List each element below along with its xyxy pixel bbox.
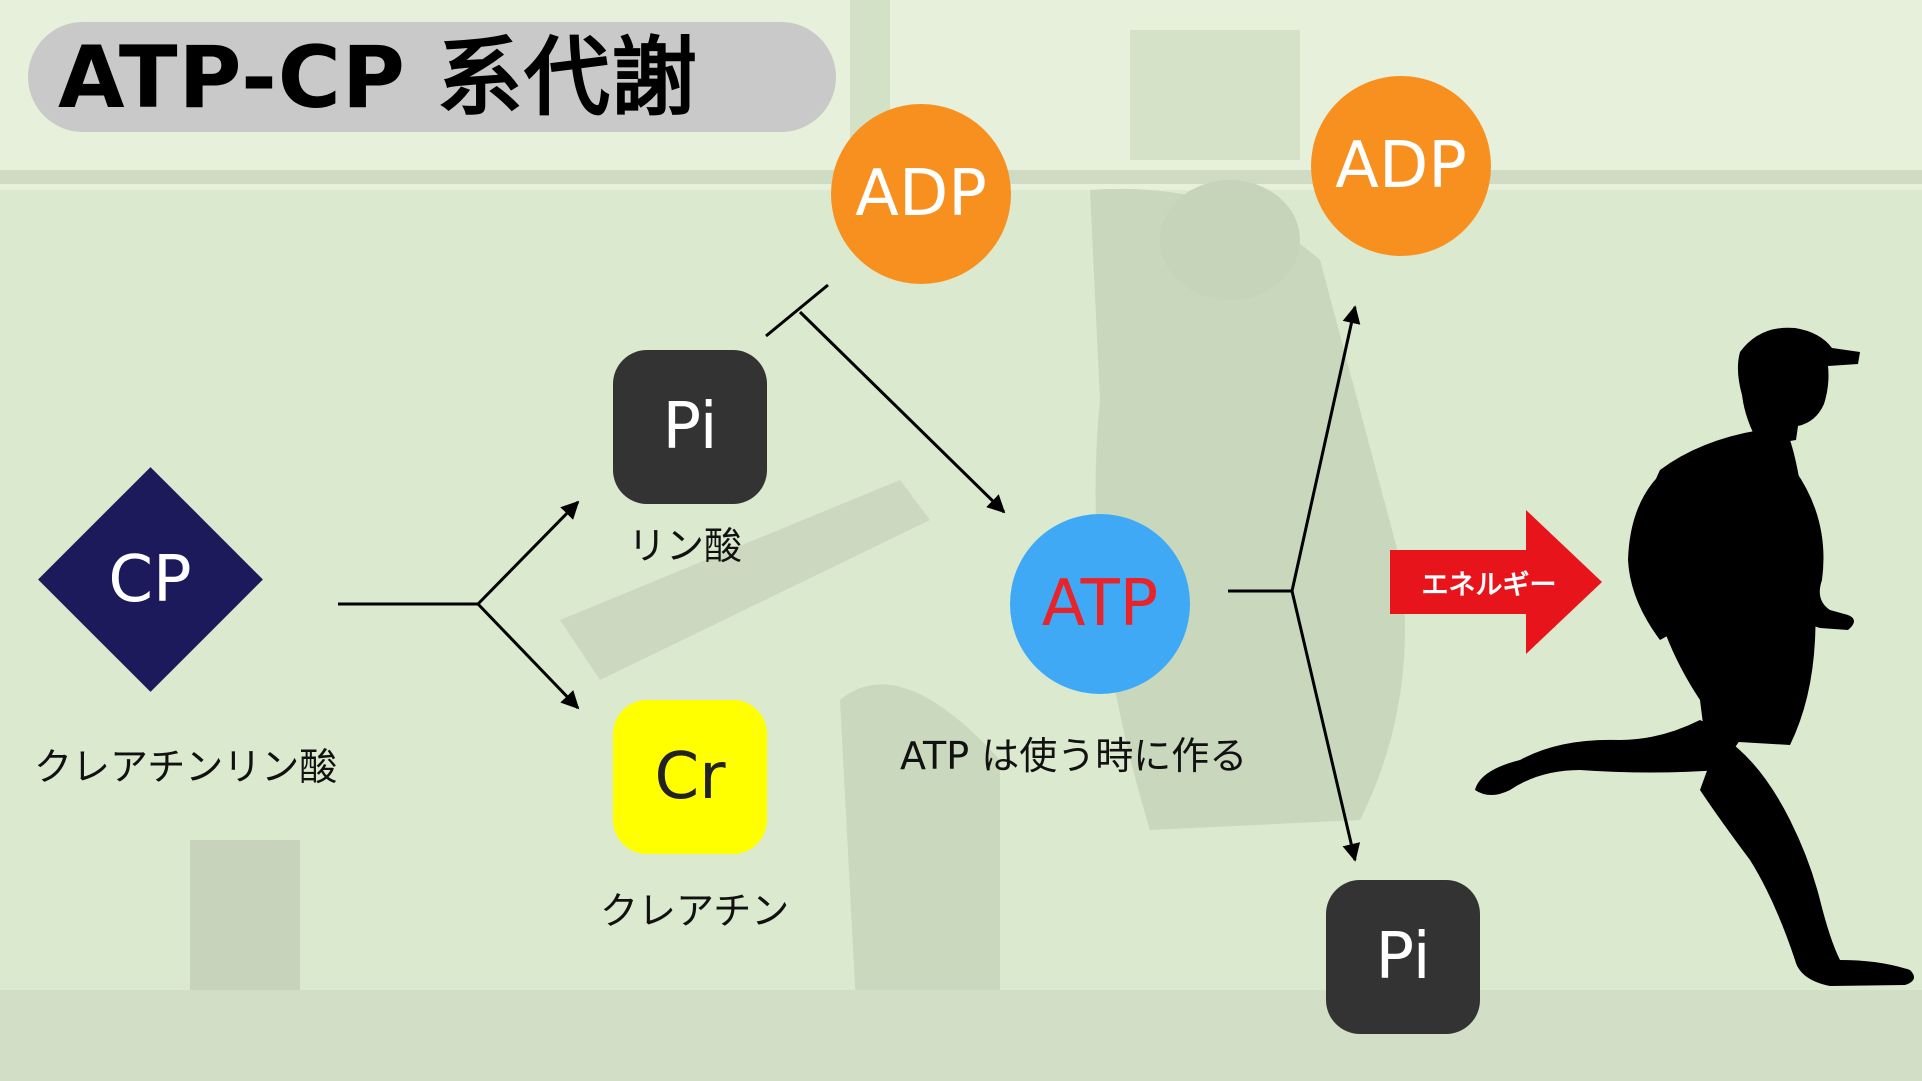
- arrow-to-cr: [476, 602, 580, 710]
- inhibit-bar: [765, 283, 829, 338]
- atp-label: ATP は使う時に作る: [900, 734, 1248, 778]
- arrow-to-atp: [798, 310, 1006, 514]
- title-pill: [28, 22, 836, 132]
- cp-label: クレアチンリン酸: [34, 745, 338, 789]
- atp-circle: ATP: [1010, 514, 1190, 694]
- cr-label: クレアチン: [600, 889, 790, 933]
- cr-box: Cr: [613, 700, 767, 854]
- pi-left-box: Pi: [613, 350, 767, 504]
- adp-top-circle: ADP: [831, 104, 1011, 284]
- pi-right-box: Pi: [1326, 880, 1480, 1034]
- cp-text: CP: [108, 543, 192, 617]
- adp-right-circle: ADP: [1311, 76, 1491, 256]
- arrow-to-adp: [1290, 305, 1361, 592]
- pi-left-label: リン酸: [628, 524, 743, 568]
- energy-label: エネルギー: [1421, 570, 1557, 601]
- arrow-to-pi: [476, 500, 580, 606]
- page-title: ATP-CP 系代謝: [58, 28, 698, 128]
- arrow-to-pi-right: [1290, 590, 1361, 862]
- energy-arrow-icon: [1390, 510, 1602, 654]
